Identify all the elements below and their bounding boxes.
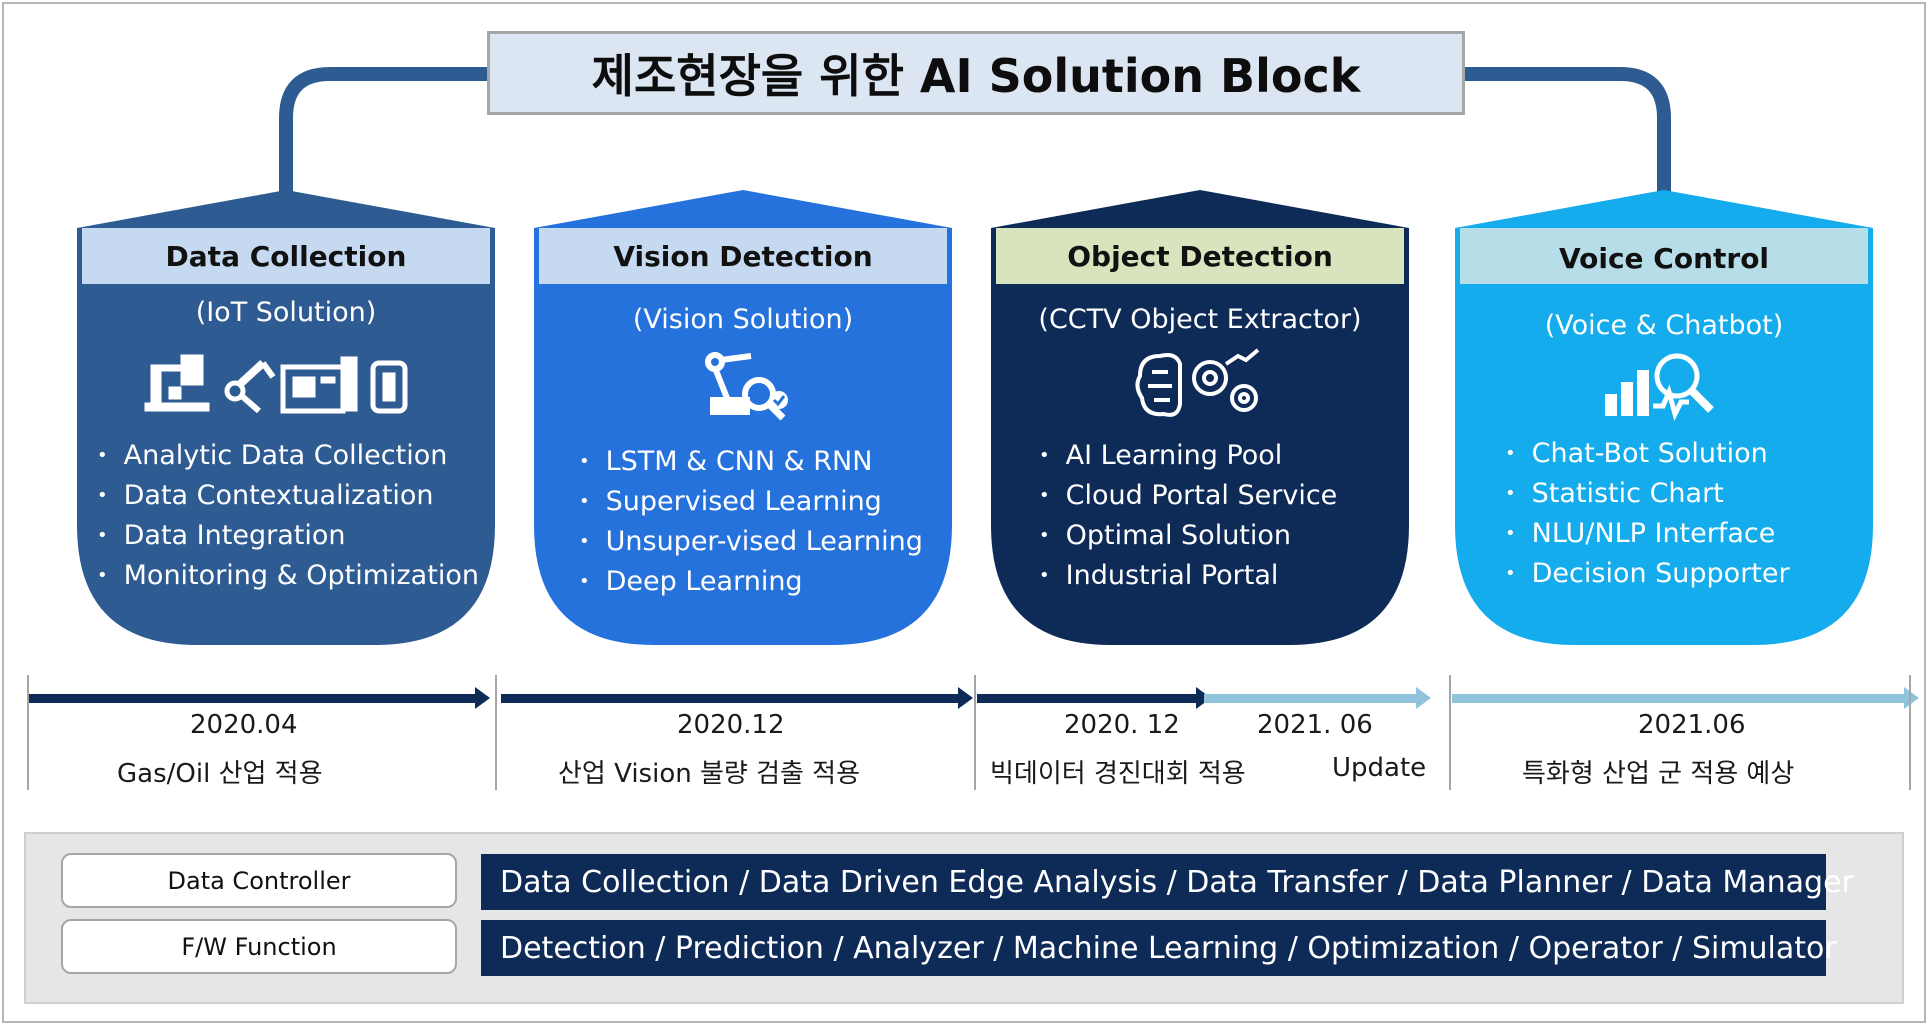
robot-arm-inspection-icon — [534, 346, 952, 426]
card-subtitle: (IoT Solution) — [195, 297, 377, 328]
iot-machines-icon — [77, 345, 495, 425]
timeline-desc: 산업 Vision 불량 검출 적용 — [558, 759, 861, 789]
list-item: LSTM & CNN & RNN — [579, 443, 923, 483]
timeline-desc: 특화형 산업 군 적용 예상 — [1522, 759, 1795, 789]
card-voice-control: Voice Control (Voice & Chatbot) Chat-Bot… — [1455, 190, 1873, 650]
list-item: Deep Learning — [579, 563, 923, 603]
timeline-tick — [1909, 675, 1911, 790]
card-title: Data Collection — [165, 239, 407, 273]
list-item: Cloud Portal Service — [1039, 477, 1338, 517]
connector-left — [279, 67, 487, 195]
card-features: Analytic Data Collection Data Contextual… — [97, 437, 479, 597]
row-content: Data Collection / Data Driven Edge Analy… — [481, 854, 1854, 910]
card-features: AI Learning Pool Cloud Portal Service Op… — [1039, 437, 1338, 597]
list-item: AI Learning Pool — [1039, 437, 1337, 477]
card-features: LSTM & CNN & RNN Supervised Learning Uns… — [579, 443, 923, 603]
timeline-desc-update: Update — [1332, 753, 1427, 783]
timeline-date: 2021.06 — [1638, 710, 1746, 740]
timeline-tick — [495, 675, 497, 790]
timeline-desc: 빅데이터 경진대회 적용 — [990, 759, 1246, 789]
card-title: Vision Detection — [613, 239, 873, 273]
list-item: Industrial Portal — [1039, 557, 1337, 597]
list-item: NLU/NLP Interface — [1505, 515, 1790, 555]
card-features: Chat-Bot Solution Statistic Chart NLU/NL… — [1505, 435, 1790, 595]
timeline-arrow-1 — [28, 687, 490, 709]
timeline-arrow-3b — [1204, 687, 1431, 709]
timeline-tick — [27, 675, 29, 790]
list-item: Unsuper-vised Learning — [579, 523, 923, 563]
list-item: Statistic Chart — [1505, 475, 1790, 515]
list-item: Decision Supporter — [1505, 555, 1790, 595]
card-title: Object Detection — [1067, 239, 1333, 273]
timeline-arrow-4 — [1452, 687, 1919, 709]
brain-gears-icon — [991, 346, 1409, 426]
row-label: Data Controller — [61, 853, 457, 908]
card-subtitle: (Vision Solution) — [632, 304, 854, 335]
timeline-tick — [974, 675, 976, 790]
connector-right — [1465, 67, 1671, 195]
card-vision-detection: Vision Detection (Vision Solution) LSTM … — [534, 190, 952, 650]
row-label: F/W Function — [61, 919, 457, 974]
card-subtitle: (Voice & Chatbot) — [1544, 310, 1784, 341]
timeline-date: 2020. 12 — [1064, 710, 1180, 740]
chart-magnifier-icon — [1455, 348, 1873, 428]
timeline-arrows — [28, 687, 1919, 709]
timeline-date-update: 2021. 06 — [1257, 710, 1373, 740]
list-item: Supervised Learning — [579, 483, 923, 523]
timeline-desc: Gas/Oil 산업 적용 — [117, 759, 323, 789]
list-item: Data Contextualization — [97, 477, 479, 517]
card-subtitle: (CCTV Object Extractor) — [1038, 304, 1362, 335]
timeline-date: 2020.04 — [190, 710, 298, 740]
main-title: 제조현장을 위한 AI Solution Block — [591, 49, 1361, 103]
list-item: Optimal Solution — [1039, 517, 1337, 557]
row-content: Detection / Prediction / Analyzer / Mach… — [481, 920, 1837, 976]
timeline-tick — [1449, 675, 1451, 790]
card-object-detection: Object Detection (CCTV Object Extractor)… — [991, 190, 1409, 650]
list-item: Data Integration — [97, 517, 479, 557]
timeline-arrow-3a — [977, 687, 1211, 709]
main-title-box: 제조현장을 위한 AI Solution Block — [487, 31, 1465, 115]
list-item: Chat-Bot Solution — [1505, 435, 1790, 475]
list-item: Monitoring & Optimization — [97, 557, 479, 597]
timeline-date: 2020.12 — [677, 710, 785, 740]
list-item: Analytic Data Collection — [97, 437, 479, 477]
card-title: Voice Control — [1558, 241, 1770, 275]
timeline-arrow-2 — [501, 687, 973, 709]
card-data-collection: Data Collection (IoT Solution) — [77, 190, 495, 650]
